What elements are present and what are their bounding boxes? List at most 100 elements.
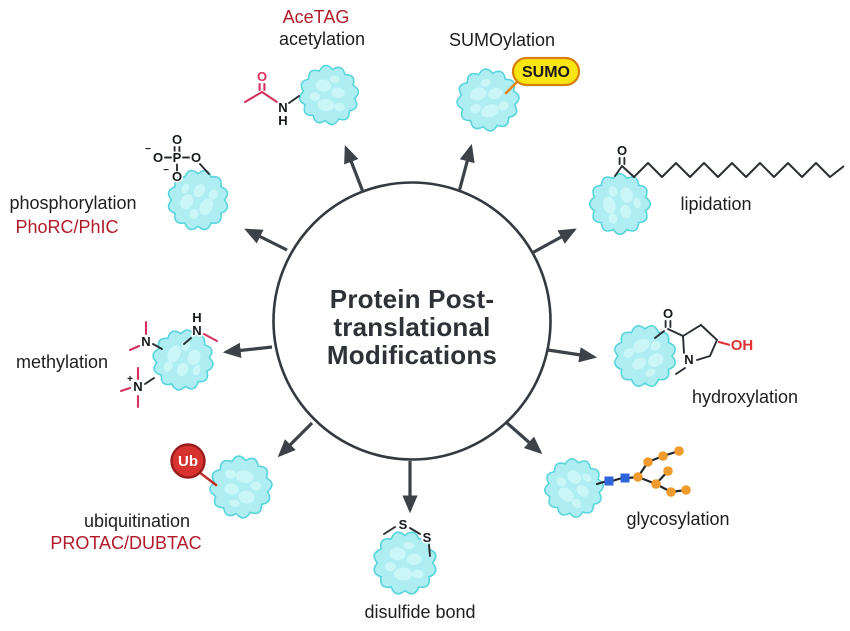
protein-blob [583,167,657,241]
oxygen-atom: O [172,132,182,147]
fatty-acid-chain [621,162,845,178]
arrow-ubiquitination [277,421,314,458]
arrow-lipidation [531,228,577,255]
mannose-circle [666,487,676,497]
oxygen-atom: O [257,69,267,84]
protac-dubtac-tag: PROTAC/DUBTAC [50,533,201,553]
lipidation-label: lipidation [680,194,751,214]
sumo-badge-label: SUMO [522,64,570,81]
bond-line [152,343,163,350]
methyl-bond [202,332,219,343]
arrow-glycosylation [505,421,543,455]
sumoylation-label: SUMOylation [449,30,555,50]
oxygen-atom: O [617,143,627,158]
diagram-title-line3: Modifications [327,340,497,370]
glcnac-square [620,473,630,483]
protein-blob [143,320,223,400]
bond-line [243,90,264,104]
bond-line [654,330,665,339]
ring-bond [682,335,685,354]
mannose-circle [633,472,643,482]
nitrogen-atom: N [133,379,142,394]
bond-line [428,544,431,557]
hydrogen-atom: H [278,113,287,128]
oh-bond [717,340,732,347]
modification-methylation: N H N + N methylation [16,309,223,409]
modification-phosphorylation: O P − O O − O phosphorylation PhoRC/PhIC [9,131,240,242]
protein-blob [295,61,363,129]
arrow-hydroxylation [547,347,598,363]
sumo-badge [511,56,581,87]
sulfur-atom: S [423,530,432,545]
nitrogen-atom: N [684,352,693,367]
methyl-groups-structure: N H N + N [119,309,219,409]
bond-line [675,367,686,375]
diagram-title-line2: translational [333,312,490,342]
bond-line [383,526,396,535]
acetag-tag: AceTAG [283,7,350,27]
methyl-bond [128,344,141,352]
oxygen-atom: O [191,150,201,165]
nitrogen-atom: N [192,323,201,338]
arrow-methylation [222,342,273,359]
modification-disulfide-bond: S S disulfide bond [364,516,475,623]
ring-bond [682,323,719,357]
mannose-circle [658,451,668,461]
disulfide-bond-label: disulfide bond [364,602,475,622]
ub-badge-label: Ub [178,453,198,470]
bond-line [260,90,279,104]
ub-linker [197,470,218,487]
nitrogen-atom: N [141,334,150,349]
acetyl-group-structure: O N H [243,68,300,130]
phosphate-structure: O P − O O − O [144,131,210,186]
methylation-label: methylation [16,352,108,372]
mannose-circle [674,446,684,456]
diagram-title-line1: Protein Post- [330,284,494,314]
phosphorus-atom: P [173,150,182,165]
center-circle [272,181,552,461]
bond-line [183,337,192,345]
minus-charge: − [145,144,151,155]
phorc-phic-tag: PhoRC/PhIC [15,217,118,237]
lipid-chain-structure: O [614,142,845,178]
bond-line [667,328,684,337]
ring-bond [696,355,711,361]
hydroxyproline-structure: O N OH [654,305,755,375]
mannose-circle [643,457,653,467]
ubiquitination-label: ubiquitination [84,511,190,531]
mannose-circle [681,485,691,495]
modification-hydroxylation: O N OH hydroxylation [603,305,798,407]
minus-charge: − [163,165,169,176]
bond-line [614,165,623,177]
protein-blob [603,314,687,398]
oxygen-atom: O [663,306,673,321]
modification-acetylation: O N H AceTAG acetylation [243,7,365,130]
modification-lipidation: O lipidation [583,142,845,241]
protein-blob [533,447,615,529]
glycosylation-label: glycosylation [626,509,729,529]
arrow-acetylation [344,145,365,193]
methyl-bond [119,386,132,393]
hydroxylation-label: hydroxylation [692,387,798,407]
modification-sumoylation: SUMO SUMOylation [448,30,581,140]
mannose-circle [651,479,661,489]
mannose-circle [663,466,673,476]
glycan-bond [610,476,624,483]
oxygen-atom: O [172,169,182,184]
glcnac-square [604,476,614,486]
disulfide-bridge-structure: S S [383,516,433,557]
arrow-sumoylation [457,143,475,193]
bond-line [199,163,210,175]
protein-blob [205,451,277,523]
phosphorylation-label: phosphorylation [9,193,136,213]
protein-blob [156,158,240,242]
modification-ubiquitination: Ub ubiquitination PROTAC/DUBTAC [50,443,277,553]
acetylation-label: acetylation [279,29,365,49]
modification-glycosylation: glycosylation [533,446,730,529]
glycan-bond [636,449,681,479]
oxygen-atom: O [153,150,163,165]
sulfur-atom: S [399,517,408,532]
bond-line [409,527,421,535]
hydroxyl-group: OH [731,337,754,354]
